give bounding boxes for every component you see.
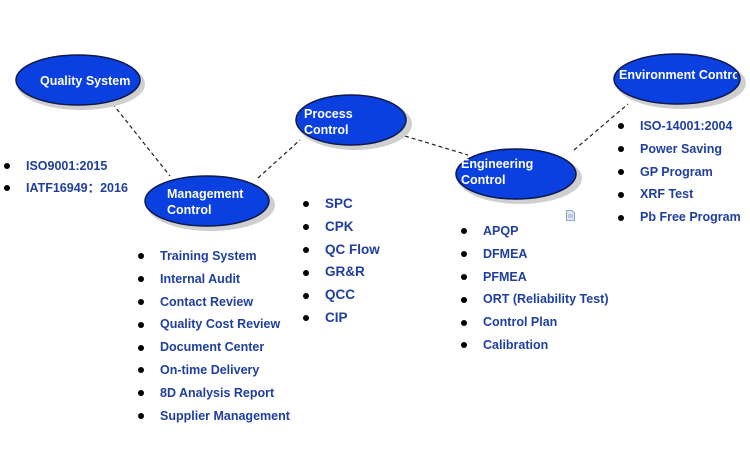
- list-quality-system: ISO9001:2015 IATF16949：2016: [4, 155, 128, 199]
- list-item: CIP: [303, 307, 380, 330]
- list-item: APQP: [461, 220, 608, 243]
- list-item: CPK: [303, 216, 380, 239]
- list-item: Calibration: [461, 334, 608, 357]
- list-item: Internal Audit: [138, 268, 290, 291]
- node-label-environment-control: Environment Control: [619, 68, 737, 82]
- list-management-control: Training System Internal Audit Contact R…: [138, 245, 290, 427]
- node-label-process-line2: Control: [304, 123, 349, 137]
- list-item: GR&R: [303, 261, 380, 284]
- list-item: Training System: [138, 245, 290, 268]
- node-label-management-line1: Management: [167, 187, 244, 201]
- list-item: DFMEA: [461, 243, 608, 266]
- list-item: Supplier Management: [138, 405, 290, 428]
- node-label-process-line1: Process: [304, 107, 353, 121]
- list-item: ISO9001:2015: [4, 155, 128, 177]
- node-label-quality-system: Quality System: [40, 74, 131, 88]
- list-item: 8D Analysis Report: [138, 382, 290, 405]
- connector-management-process: [257, 139, 301, 179]
- node-label-management-control: Management Control: [167, 186, 243, 218]
- node-process-control: [295, 94, 407, 146]
- node-label-management-line2: Control: [167, 203, 212, 217]
- connectors: [107, 97, 629, 179]
- node-label-process-control: Process Control: [304, 106, 353, 138]
- list-process-control: SPC CPK QC Flow GR&R QCC CIP: [303, 193, 380, 330]
- document-icon: [566, 210, 575, 221]
- list-item: Control Plan: [461, 311, 608, 334]
- connector-engineering-environment: [573, 103, 629, 151]
- node-quality-system: [15, 54, 141, 106]
- list-engineering-control: APQP DFMEA PFMEA ORT (Reliability Test) …: [461, 220, 608, 357]
- node-management-control: [144, 175, 270, 227]
- list-environment-control: ISO-14001:2004 Power Saving GP Program X…: [618, 115, 741, 229]
- list-item: Document Center: [138, 336, 290, 359]
- list-item: On-time Delivery: [138, 359, 290, 382]
- list-item: ORT (Reliability Test): [461, 288, 608, 311]
- list-item: Power Saving: [618, 138, 741, 161]
- node-environment-control: [613, 53, 741, 105]
- list-item: GP Program: [618, 161, 741, 184]
- node-engineering-control: [455, 148, 577, 200]
- list-item: SPC: [303, 193, 380, 216]
- list-item: Contact Review: [138, 291, 290, 314]
- list-item: IATF16949：2016: [4, 177, 128, 199]
- node-label-engineering-line2: Control: [461, 173, 506, 187]
- list-item: PFMEA: [461, 266, 608, 289]
- list-item: QC Flow: [303, 239, 380, 262]
- list-item: QCC: [303, 284, 380, 307]
- connector-quality-management: [107, 97, 171, 177]
- list-item: Pb Free Program: [618, 206, 741, 229]
- connector-process-engineering: [404, 135, 469, 156]
- list-item: ISO-14001:2004: [618, 115, 741, 138]
- list-item: Quality Cost Review: [138, 313, 290, 336]
- nodes: [15, 53, 741, 227]
- node-label-engineering-line1: Engineering: [461, 157, 534, 171]
- node-label-engineering-control: Engineering Control: [461, 156, 533, 188]
- list-item: XRF Test: [618, 183, 741, 206]
